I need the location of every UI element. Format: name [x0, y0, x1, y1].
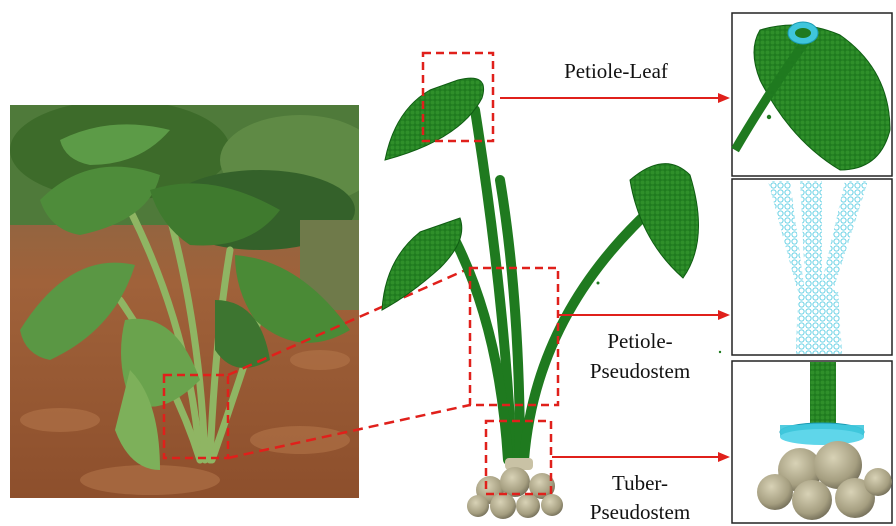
label-tuber-pseudostem-line1: Tuber-: [612, 471, 668, 495]
arrow-tuber-pseudostem: [552, 452, 730, 462]
label-petiole-pseudostem-line1: Petiole-: [607, 329, 672, 353]
detail-panel-petiole-leaf: [732, 13, 892, 176]
model-tuber: [467, 458, 563, 519]
model-leaf-left: [382, 218, 462, 310]
plant-photo: [10, 100, 380, 498]
label-petiole-leaf: Petiole-Leaf: [564, 59, 668, 83]
label-petiole-pseudostem-line2: Pseudostem: [590, 359, 690, 383]
model-petioles: [455, 110, 645, 460]
arrow-petiole-pseudostem: [558, 310, 730, 320]
detail-panel-petiole-pseudostem: [732, 179, 892, 355]
model-leaf-top: [385, 78, 484, 160]
arrow-petiole-leaf: [500, 93, 730, 103]
detail-panel-tuber-pseudostem: [732, 361, 892, 523]
label-tuber-pseudostem-line2: Pseudostem: [590, 500, 690, 524]
